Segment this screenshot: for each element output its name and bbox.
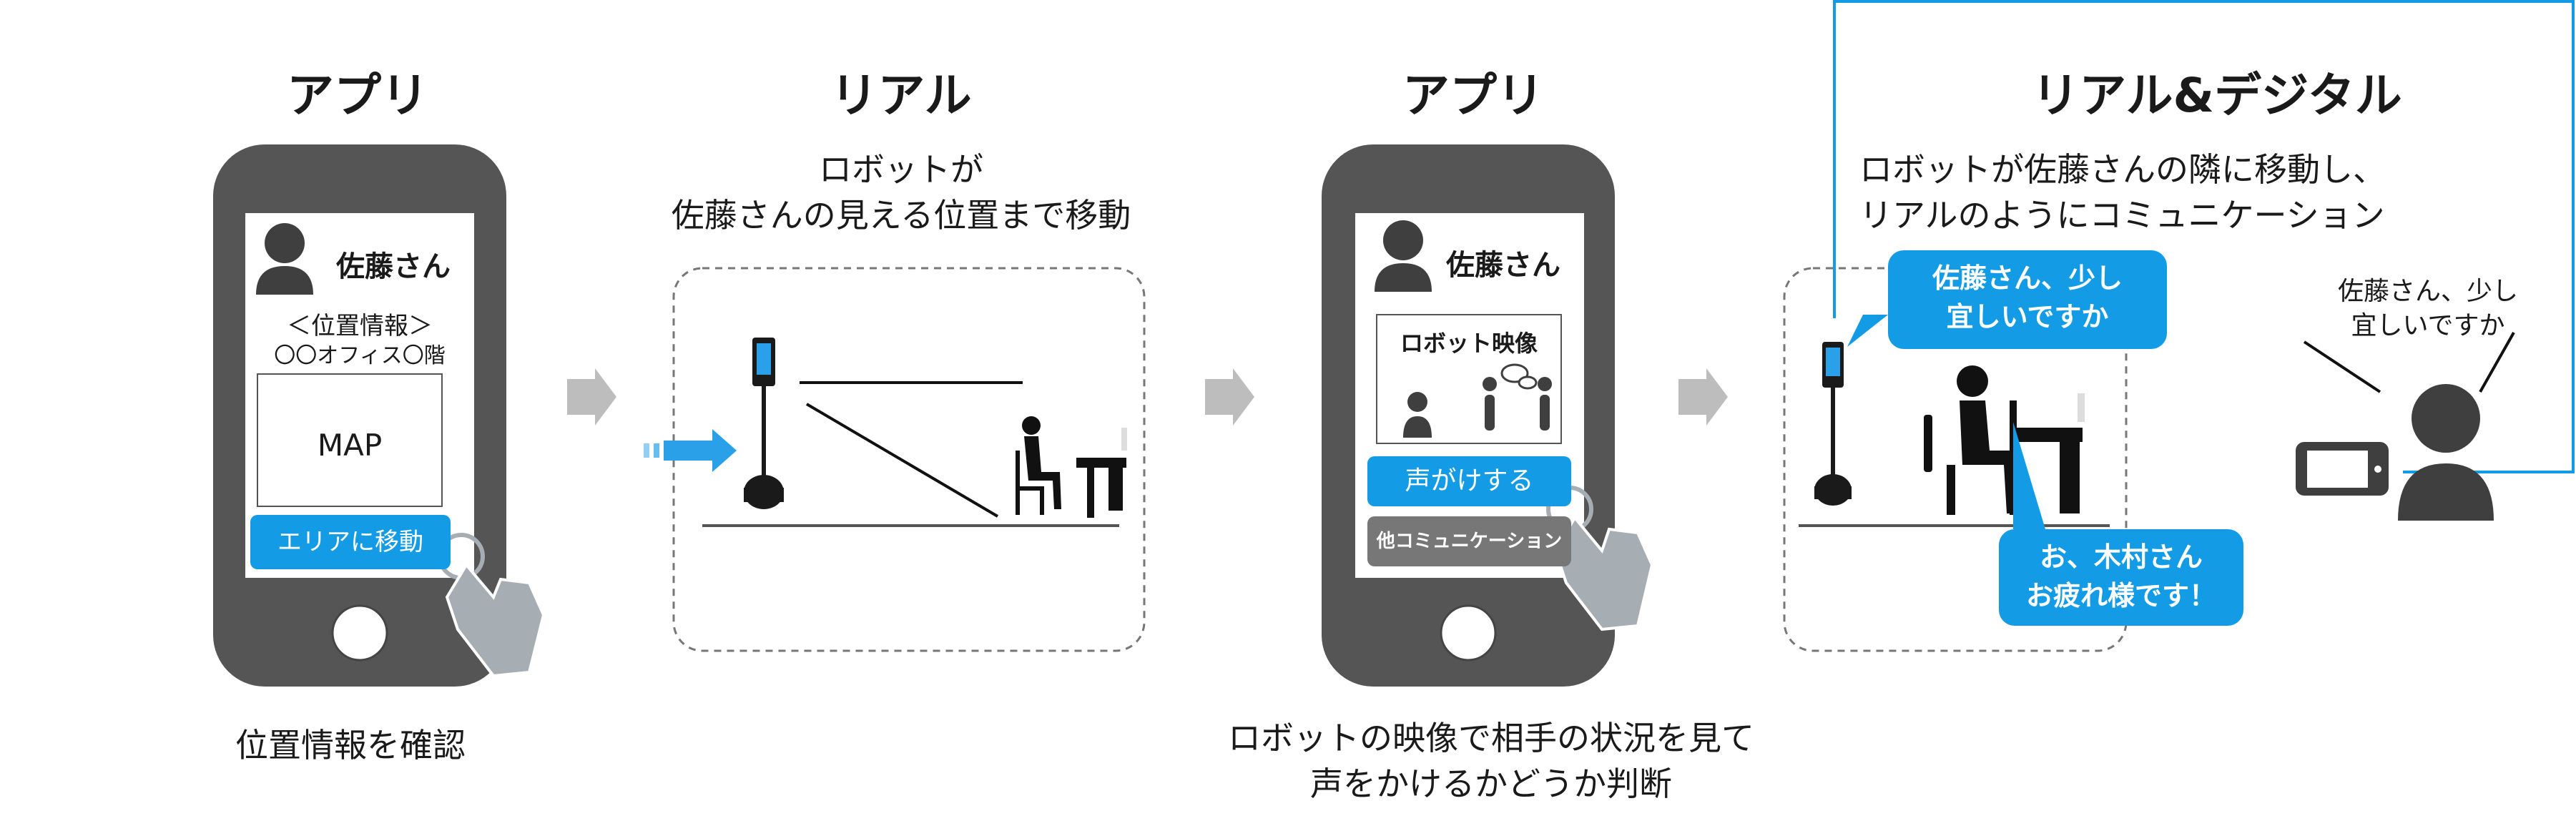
panel2-subtitle-line2: 佐藤さんの見える位置まで移動 <box>671 196 1131 235</box>
other-communication-button[interactable]: 他コミュニケーション <box>1367 516 1571 566</box>
remote-speech-text: 佐藤さん、少し 宜しいですか <box>2310 275 2546 343</box>
remote-speech-line1: 佐藤さん、少し <box>2337 277 2518 306</box>
person-reply-line1: お、木村さん <box>2039 541 2203 573</box>
phone1-home-button <box>331 604 388 662</box>
panel3-caption: ロボットの映像で相手の状況を見て 声をかけるかどうか判断 <box>1116 715 1867 807</box>
phone1-avatar <box>256 223 313 295</box>
panel1-caption: 位置情報を確認 <box>143 722 558 768</box>
phone1-location-detail: 〇〇オフィス〇階 <box>274 343 446 368</box>
person-reply-line2: お疲れ様です！ <box>2025 580 2216 611</box>
scene-real-frame <box>672 267 1146 652</box>
panel3-caption-line1: ロボットの映像で相手の状況を見て <box>1228 719 1754 757</box>
digital-frame-line <box>1833 0 2575 473</box>
phone2-user-name: 佐藤さん <box>1446 249 1560 282</box>
call-out-button[interactable]: 声がけする <box>1367 456 1571 506</box>
panel1-title: アプリ <box>287 68 428 123</box>
flow-arrow-3 <box>1678 368 1728 426</box>
panel4-subtitle: ロボットが佐藤さんの隣に移動し、 リアルのようにコミュニケーション <box>1859 147 2503 238</box>
phone2-avatar <box>1375 220 1432 292</box>
video-person-icon <box>1403 392 1432 438</box>
large-seated-person-icon <box>1924 365 2085 515</box>
panel4-title: リアル&デジタル <box>2032 68 2402 123</box>
panel3-caption-line2: 声をかけるかどうか判断 <box>1310 764 1672 803</box>
remote-speech-line2: 宜しいですか <box>2351 311 2505 340</box>
panel2-subtitle-line1: ロボットが <box>819 150 983 189</box>
robot-video-label: ロボット映像 <box>1400 330 1538 357</box>
phone2-home-button <box>1440 604 1497 662</box>
flow-arrow-1 <box>567 368 616 426</box>
phone2 <box>1322 144 1615 687</box>
robot-speech-line1: 佐藤さん、少し <box>1932 262 2123 294</box>
panel2-subtitle: ロボットが 佐藤さんの見える位置まで移動 <box>615 147 1187 238</box>
panel3-title: アプリ <box>1402 68 1544 123</box>
remote-user <box>2296 332 2515 521</box>
reply-bubble-tail <box>2013 422 2045 529</box>
phone1-location-header: ＜位置情報＞ <box>287 312 433 340</box>
phone1-map-label: MAP <box>317 428 383 463</box>
panel4-subtitle-line2: リアルのようにコミュニケーション <box>1859 196 2385 235</box>
move-area-button[interactable]: エリアに移動 <box>250 515 451 569</box>
phone1-map <box>257 373 443 507</box>
robot-speech-bubble: 佐藤さん、少し 宜しいですか <box>1888 250 2167 349</box>
panel1-caption-line1: 位置情報を確認 <box>235 726 466 764</box>
panel4-subtitle-line1: ロボットが佐藤さんの隣に移動し、 <box>1859 150 2386 189</box>
robot-bubble-tail <box>1847 315 1888 347</box>
telepresence-robot-icon <box>744 338 784 509</box>
robot-move-arrow-icon <box>644 429 737 472</box>
robot-near-person-icon <box>1814 342 1852 506</box>
flow-arrow-2 <box>1205 368 1254 426</box>
scene-real <box>644 267 1146 652</box>
robot-speech-line2: 宜しいですか <box>1946 301 2109 333</box>
seated-person-icon <box>1016 416 1127 518</box>
phone1-user-name: 佐藤さん <box>336 250 451 283</box>
person-reply-bubble: お、木村さん お疲れ様です！ <box>1999 529 2243 626</box>
video-people-talking-icon <box>1483 363 1552 431</box>
tablet-icon <box>2296 442 2389 496</box>
remote-user-avatar <box>2398 384 2494 521</box>
panel2-title: リアル <box>830 68 972 123</box>
